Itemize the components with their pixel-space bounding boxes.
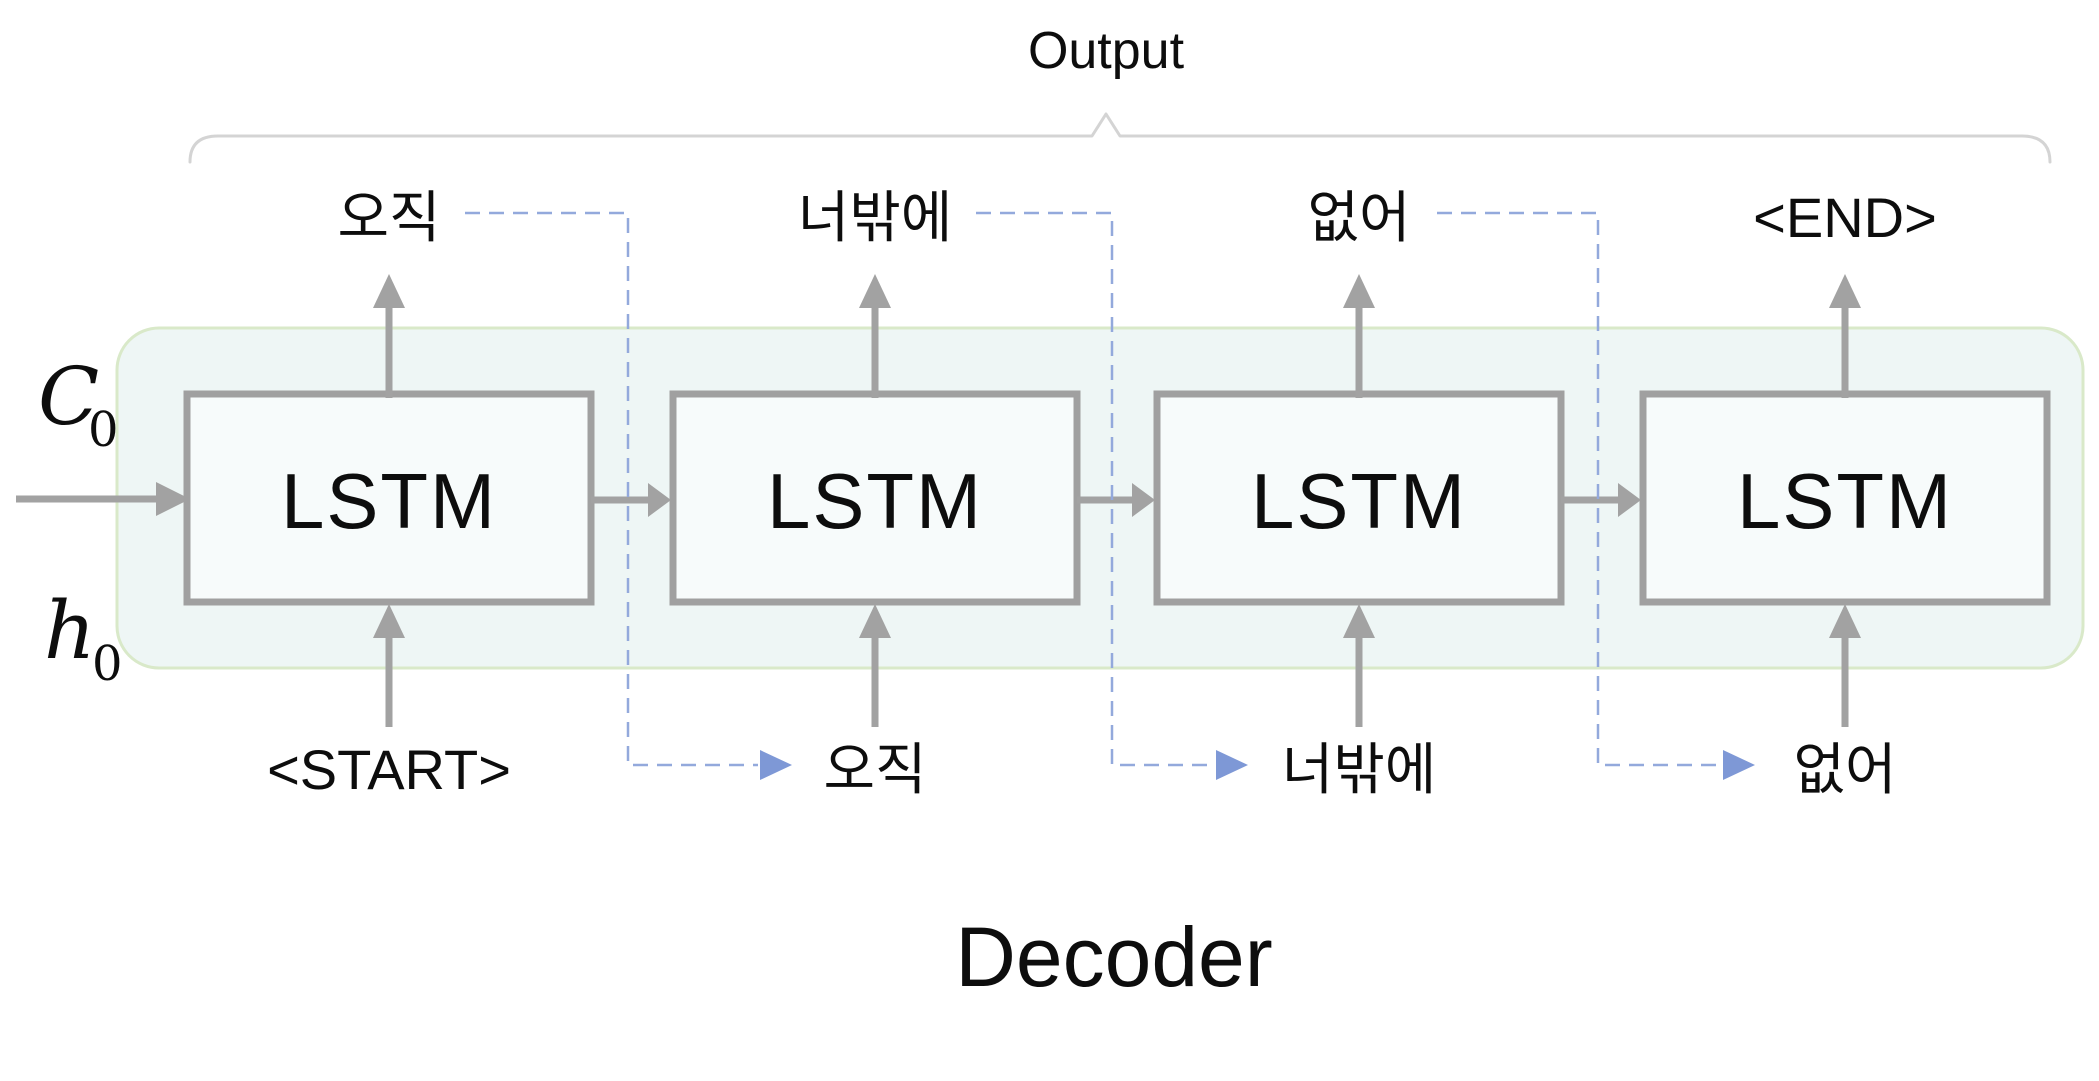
feedback-arrow-1-icon [465,211,792,780]
output-word-3: 없어 [1307,186,1410,249]
output-section-title: Output [1028,22,1185,80]
input-arrow-4-icon [1829,604,1861,727]
output-word-1: 오직 [337,186,440,249]
lstm-label-3: LSTM [1251,457,1467,545]
hidden-state-label: h 0 [44,584,123,692]
initial-state-arrow-icon [16,482,190,516]
recurrent-arrowhead-3-4-icon [1618,483,1641,517]
cell-state-symbol: C [38,350,99,443]
output-arrow-3-icon [1343,274,1375,398]
feedback-arrow-2-icon [976,211,1248,780]
cell-state-label: C 0 [38,350,119,458]
decoder-cell-3: LSTM [1153,390,1565,606]
output-arrow-1-icon [373,274,405,398]
feedback-arrowhead-2-icon [1216,750,1248,780]
input-arrowhead-1-icon [373,604,405,638]
lstm-box-2 [669,390,1081,606]
input-arrowhead-2-icon [859,604,891,638]
output-arrow-4-icon [1829,274,1861,398]
lstm-label-1: LSTM [281,457,497,545]
input-arrowhead-3-icon [1343,604,1375,638]
input-arrow-1-icon [373,604,405,727]
hidden-state-symbol: h [44,584,96,677]
recurrent-arrowhead-1-2-icon [648,483,671,517]
input-word-4: 없어 [1793,738,1896,801]
output-arrowhead-4-icon [1829,274,1861,308]
recurrent-arrow-1-2-icon [591,483,671,517]
input-arrow-2-icon [859,604,891,727]
cell-state-subscript: 0 [88,402,119,458]
decoder-cell-4: LSTM [1639,390,2051,606]
output-word-4: <END> [1753,186,1937,249]
output-arrow-2-icon [859,274,891,398]
lstm-label-2: LSTM [767,457,983,545]
input-arrow-3-icon [1343,604,1375,727]
output-arrowhead-3-icon [1343,274,1375,308]
input-word-1: <START> [267,738,511,801]
lstm-label-4: LSTM [1737,457,1953,545]
input-word-2: 오직 [823,738,926,801]
input-word-3: 너밖에 [1282,738,1437,801]
output-arrowhead-2-icon [859,274,891,308]
hidden-state-subscript: 0 [92,636,123,692]
recurrent-arrow-2-3-icon [1077,483,1155,517]
feedback-arrowhead-1-icon [760,750,792,780]
input-arrowhead-4-icon [1829,604,1861,638]
output-arrowhead-1-icon [373,274,405,308]
decoder-caption: Decoder [955,910,1273,1004]
initial-state-arrowhead-icon [156,482,190,516]
recurrent-arrowhead-2-3-icon [1132,483,1155,517]
output-brace-icon [188,112,2052,164]
feedback-arrow-3-icon [1437,211,1755,780]
feedback-path-2 [976,211,1214,767]
decoder-cell-1: LSTM [183,390,595,606]
decoder-cell-2: LSTM [669,390,1081,606]
output-word-2: 너밖에 [798,186,953,249]
feedback-path-3 [1437,211,1721,767]
feedback-arrowhead-3-icon [1723,750,1755,780]
lstm-box-1 [183,390,595,606]
feedback-path-1 [465,211,758,767]
recurrent-arrow-3-4-icon [1561,483,1641,517]
